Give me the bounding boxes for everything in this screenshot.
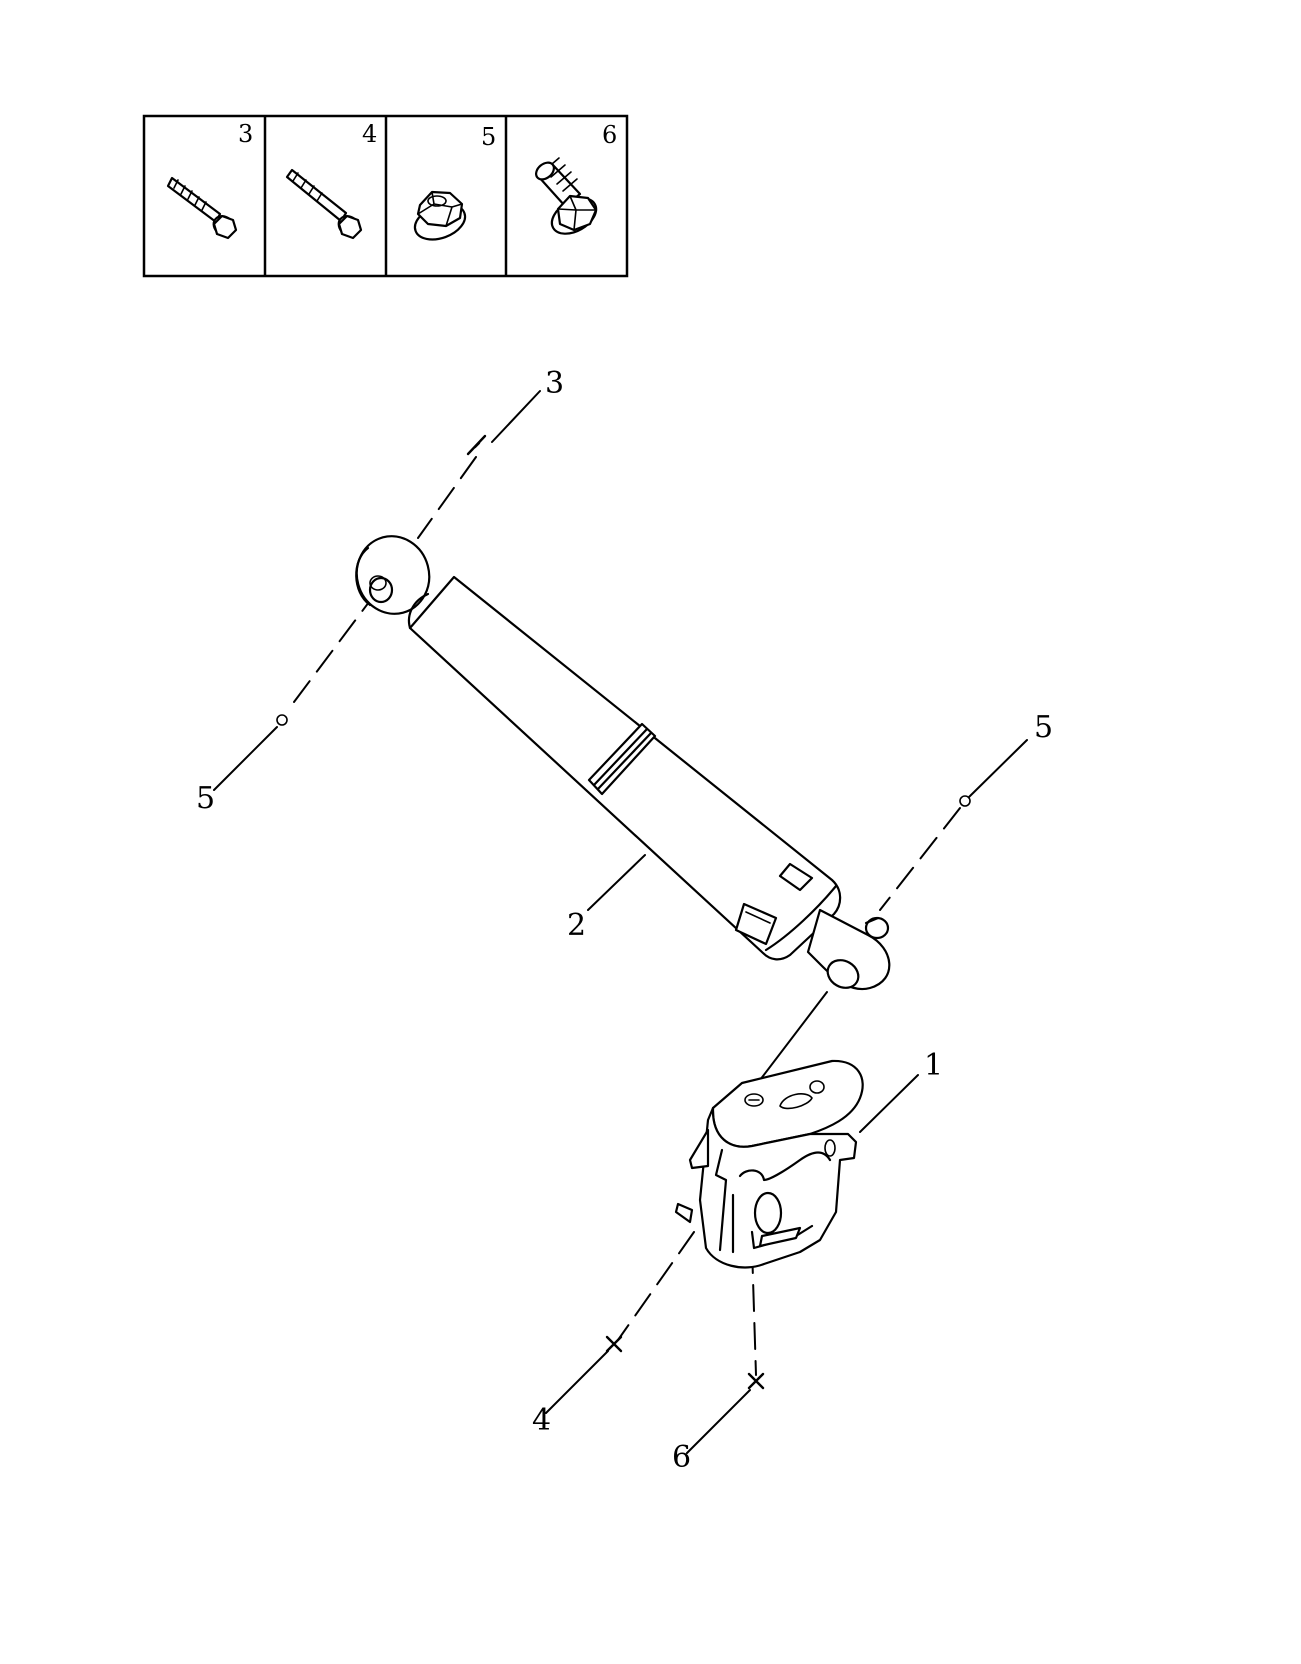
mounting-bracket xyxy=(674,1059,864,1269)
bolt-medium-icon xyxy=(285,168,363,240)
callout-2: 2 xyxy=(567,908,586,943)
flange-nut-icon xyxy=(413,190,467,241)
callout-5-upper: 5 xyxy=(196,781,215,816)
legend-number-5: 5 xyxy=(481,123,496,151)
legend-number-4: 4 xyxy=(362,120,377,148)
shock-absorber xyxy=(355,535,891,991)
callout-5-lower: 5 xyxy=(1034,710,1053,745)
parts-legend: 3 4 5 6 xyxy=(142,114,629,278)
flange-bolt-short-icon xyxy=(535,157,598,235)
bolt-long-icon xyxy=(166,176,238,240)
callout-4: 4 xyxy=(532,1403,551,1438)
legend-number-6: 6 xyxy=(602,121,617,149)
callout-3: 3 xyxy=(545,366,564,401)
callout-6: 6 xyxy=(672,1440,691,1475)
assembly-lines xyxy=(213,390,1028,1454)
legend-number-3: 3 xyxy=(238,120,253,148)
callout-1: 1 xyxy=(924,1048,943,1083)
